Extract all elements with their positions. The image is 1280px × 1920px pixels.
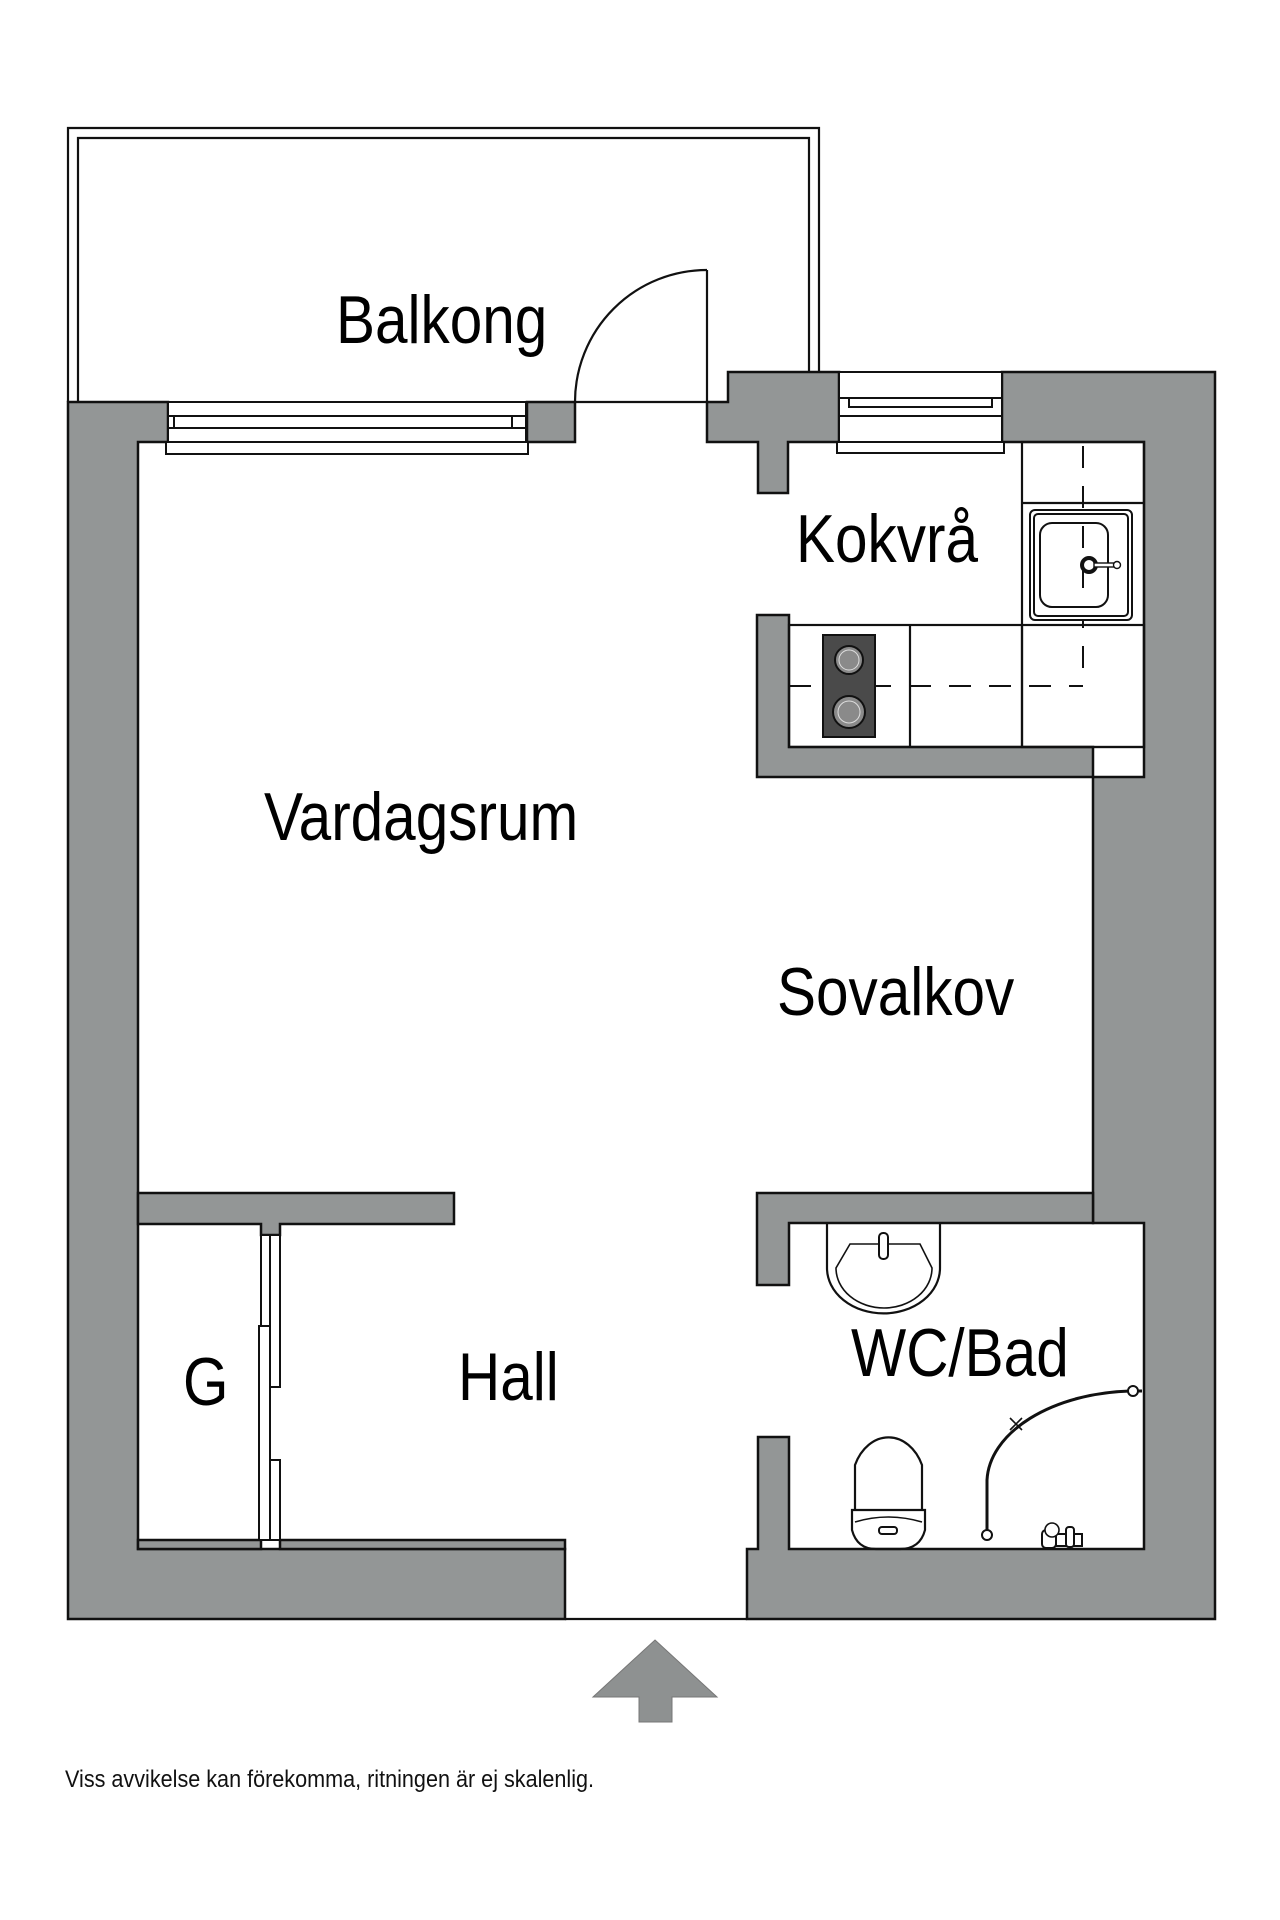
shower-curtain-icon: [981, 1385, 1142, 1541]
wardrobe-sliding-doors: [258, 1234, 281, 1541]
kitchen-counter: [787, 440, 1146, 749]
room-label-balkong: Balkong: [336, 282, 548, 358]
room-label-vardagsrum: Vardagsrum: [264, 779, 579, 855]
toilet-icon: [850, 1436, 927, 1551]
shower-mixer-icon: [1041, 1522, 1083, 1549]
kitchen-sink-icon: [1029, 509, 1133, 621]
room-label-sovalkov: Sovalkov: [777, 954, 1015, 1030]
balcony-door: [573, 268, 709, 404]
room-label-hall: Hall: [458, 1339, 559, 1415]
bathroom-sink-icon: [825, 1223, 942, 1315]
stove-icon: [822, 634, 876, 738]
disclaimer-text: Viss avvikelse kan förekomma, ritningen …: [65, 1766, 595, 1793]
window-kitchen: [836, 371, 1005, 454]
room-label-kokvra: Kokvrå: [796, 501, 979, 577]
room-label-wcbad: WC/Bad: [851, 1315, 1069, 1391]
window-living-room: [165, 401, 529, 455]
entrance-arrow-icon: [591, 1639, 719, 1723]
balcony: [66, 126, 821, 402]
room-label-g: G: [183, 1344, 229, 1420]
